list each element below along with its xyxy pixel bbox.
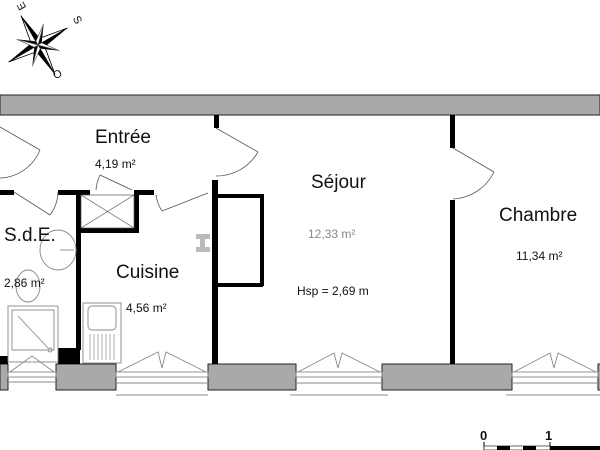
closet-outlets bbox=[196, 234, 210, 252]
room-area-chambre: 11,34 m² bbox=[516, 249, 562, 263]
room-name-cuisine: Cuisine bbox=[116, 262, 179, 283]
compass-label-east: E bbox=[15, 0, 29, 12]
duct-shaft bbox=[80, 194, 135, 229]
room-area-cuisine: 4,56 m² bbox=[126, 301, 167, 315]
compass-label-west: O bbox=[51, 67, 65, 82]
compass-rose-icon bbox=[8, 15, 68, 75]
room-area-sde: 2,86 m² bbox=[4, 276, 45, 290]
room-name-sde: S.d.E. bbox=[4, 225, 56, 246]
room-area-sejour: 12,33 m² bbox=[308, 227, 355, 241]
doors bbox=[0, 126, 495, 216]
scale-label-one: 1 bbox=[545, 428, 552, 443]
room-name-chambre: Chambre bbox=[499, 205, 577, 226]
windows-bottom bbox=[7, 351, 600, 396]
bathroom-fixtures bbox=[7, 229, 77, 363]
compass-label-south: S bbox=[70, 14, 84, 26]
exterior-wall-top bbox=[0, 94, 600, 116]
scale-label-zero: 0 bbox=[480, 428, 487, 443]
room-name-entree: Entrée bbox=[95, 127, 151, 148]
interior-walls bbox=[0, 115, 455, 364]
room-name-sejour: Séjour bbox=[311, 172, 367, 193]
kitchen-sink bbox=[82, 302, 122, 364]
scale-bar: 0 1 bbox=[480, 428, 600, 450]
room-area-entree: 4,19 m² bbox=[95, 157, 136, 171]
room-ceiling-height-sejour: Hsp = 2,69 m bbox=[297, 284, 369, 298]
